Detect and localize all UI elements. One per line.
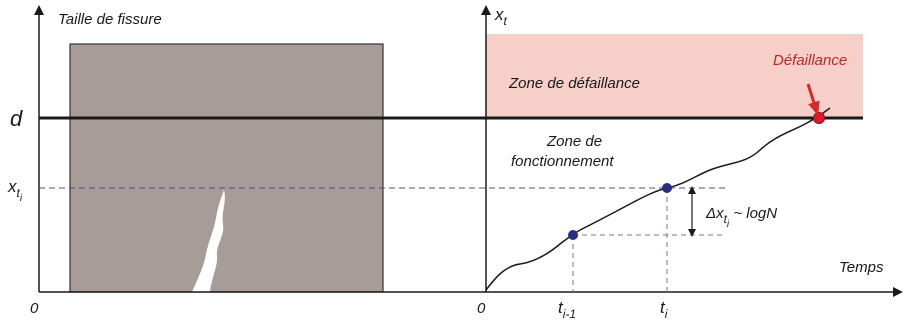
xt-axis-label: xt	[494, 5, 508, 28]
operating-zone-label-line2: fonctionnement	[511, 153, 614, 170]
xti-label: xti	[7, 177, 23, 204]
point-t-i-minus-1	[568, 230, 578, 240]
origin-left-label: 0	[30, 300, 39, 317]
t-i-label: ti	[660, 298, 668, 321]
failure-point-label: Défaillance	[773, 52, 847, 69]
time-axis-label: Temps	[839, 259, 884, 276]
t-i-minus-1-label: ti-1	[558, 298, 576, 321]
operating-zone-label-line1: Zone de	[546, 133, 602, 150]
specimen-block	[70, 44, 383, 292]
threshold-label: d	[10, 106, 23, 131]
delta-label: Δxti ~ logN	[705, 205, 777, 230]
crack-size-axis-label: Taille de fissure	[58, 11, 162, 28]
failure-zone-label: Zone de défaillance	[508, 75, 640, 92]
failure-point	[814, 113, 825, 124]
origin-right-label: 0	[477, 300, 486, 317]
crack-growth-curve	[486, 108, 830, 290]
point-t-i	[662, 183, 672, 193]
